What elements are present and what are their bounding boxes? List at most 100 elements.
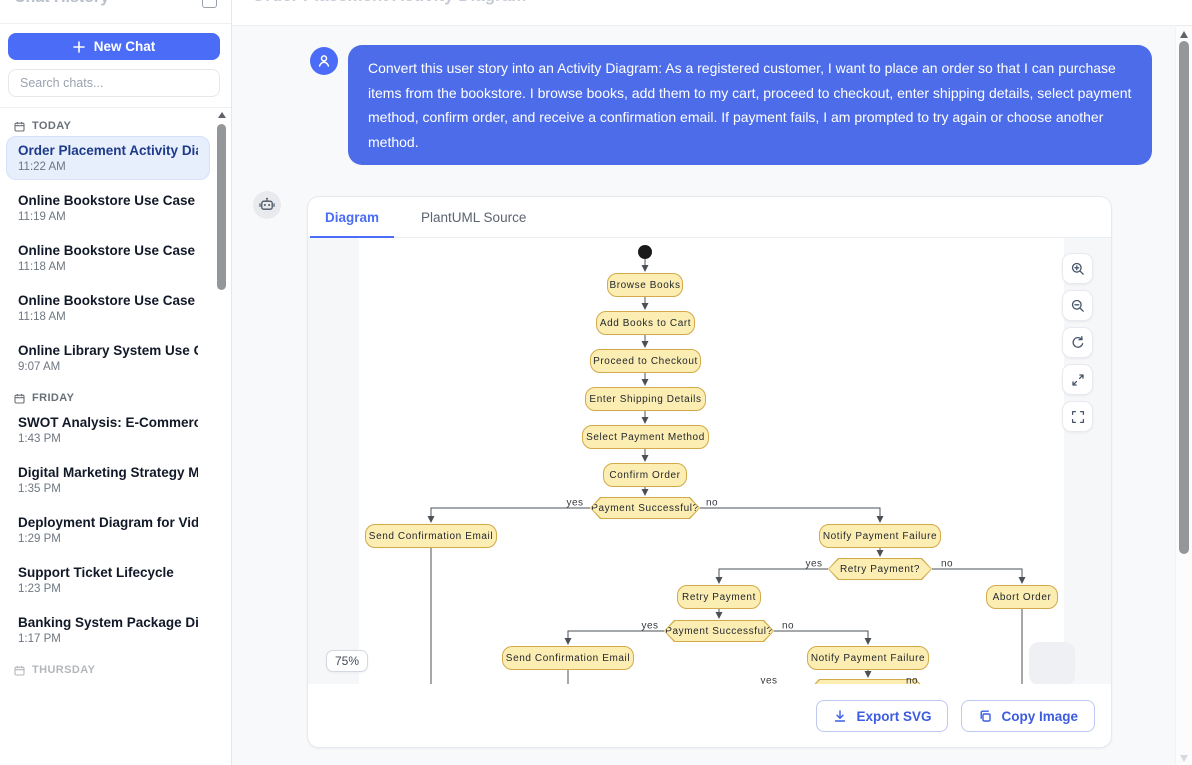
section-header-friday: FRIDAY [14,392,216,404]
new-chat-label: New Chat [93,39,156,54]
edge-label: yes [760,675,778,685]
decision-label: Payment Successful? [810,680,925,684]
chat-list-item[interactable]: Order Placement Activity Dia... 11:22 AM [6,136,210,180]
sidebar-title: Chat History [14,0,231,7]
bot-avatar [253,191,281,219]
plus-icon [72,40,85,53]
copy-icon [978,709,992,723]
scroll-up-arrow-icon[interactable] [217,112,226,120]
chat-title: Support Ticket Lifecycle [18,565,174,580]
calendar-icon [14,121,25,132]
edge-label: no [705,497,719,509]
chat-list-item[interactable]: Online Library System Use C... 9:07 AM [6,336,210,380]
node-notify-payment-failure: Notify Payment Failure [819,524,941,548]
sidebar-scrollbar-thumb[interactable] [217,124,226,290]
chat-list-item[interactable]: Online Bookstore Use Case D...11:18 AM [6,236,210,280]
user-avatar [310,47,338,75]
chat-time: 1:23 PM [18,583,61,595]
chat-list[interactable]: TODAY Order Placement Activity Dia... 11:2… [0,108,216,765]
node-select-payment-method: Select Payment Method [582,425,709,449]
edge-label: no [781,620,795,632]
chat-time: 1:17 PM [18,633,61,645]
export-svg-button[interactable]: Export SVG [816,700,949,732]
collapse-sidebar-icon[interactable] [202,0,217,8]
diagram-controls [1062,253,1093,432]
node-send-confirmation-email: Send Confirmation Email [502,646,634,670]
chat-title: SWOT Analysis: E-Commerce... [18,415,198,430]
zoom-in-button[interactable] [1062,253,1093,284]
sidebar-scrollbar[interactable] [217,110,226,765]
sidebar: Chat History New Chat TODAY Order Placeme… [0,0,232,765]
expand-button[interactable] [1062,364,1093,395]
edge-label: no [905,675,919,685]
decision-label: Retry Payment? [829,559,931,579]
section-header-today: TODAY [14,120,216,132]
chat-time: 1:29 PM [18,533,61,545]
node-notify-payment-failure: Notify Payment Failure [807,646,929,670]
sidebar-header: Chat History [0,0,231,24]
page-scrollbar-thumb[interactable] [1179,41,1189,554]
decision-label: Payment Successful? [591,498,699,518]
scroll-up-arrow-icon[interactable] [1176,31,1192,38]
decision-payment-successful: Payment Successful? [664,620,774,642]
node-retry-payment: Retry Payment [677,585,761,609]
chat-list-item[interactable]: Support Ticket Lifecycle 1:23 PM [6,558,210,602]
start-node [638,245,652,259]
robot-icon [259,197,275,213]
chat-list-item[interactable]: Banking System Package Dia... 1:17 PM [6,608,210,652]
chat-time: 9:07 AM [18,361,61,373]
chat-title: Banking System Package Dia... [18,615,198,630]
search-input[interactable] [8,69,220,97]
tab-diagram[interactable]: Diagram [310,197,395,238]
diagram-edges [427,259,1026,684]
chat-title: Online Bookstore Use Case D... [18,293,198,308]
new-chat-button[interactable]: New Chat [8,33,220,60]
node-proceed-to-checkout: Proceed to Checkout [590,349,701,373]
chat-time: 11:22 AM [18,161,66,173]
page-scrollbar[interactable] [1175,27,1192,765]
reset-view-button[interactable] [1062,327,1093,358]
tab-bar: Diagram PlantUML Source [308,197,1111,238]
tab-plantuml-source[interactable]: PlantUML Source [421,209,527,225]
zoom-level-badge: 75% [326,650,369,672]
chat-list-item[interactable]: SWOT Analysis: E-Commerce... 1:43 PM [6,408,210,452]
chat-time: 11:18 AM [18,311,66,323]
fullscreen-button[interactable] [1062,401,1093,432]
scroll-to-bottom-button[interactable] [1029,642,1075,684]
zoom-out-button[interactable] [1062,290,1093,321]
chat-title: Online Bookstore Use Case D... [18,193,198,208]
chat-list-item[interactable]: Deployment Diagram for Vid...1:29 PM [6,508,210,552]
copy-image-button[interactable]: Copy Image [961,700,1095,732]
person-icon [316,53,332,69]
main-header: Order Placement Activity Diagram [232,0,1192,26]
node-send-confirmation-email: Send Confirmation Email [365,524,497,548]
user-message-bubble: Convert this user story into an Activity… [348,45,1152,165]
chat-time: 1:43 PM [18,433,61,445]
calendar-icon [14,393,25,404]
chat-list-item[interactable]: Online Bookstore Use Case D... 11:18 AM [6,286,210,330]
chat-time: 1:35 PM [18,483,61,495]
edge-label: yes [566,497,584,509]
node-abort-order: Abort Order [986,585,1058,609]
edge-label: no [940,558,954,570]
chat-title: Digital Marketing Strategy M... [18,465,198,480]
decision-payment-successful: Payment Successful? [590,497,700,519]
chat-time: 11:19 AM [18,211,66,223]
scroll-down-arrow-icon[interactable] [1176,755,1192,762]
chat-title: Online Library System Use C... [18,343,198,358]
chat-time: 11:18 AM [18,261,66,273]
decision-retry-payment: Retry Payment? [828,558,932,580]
main-content: Convert this user story into an Activity… [232,26,1175,765]
download-icon [833,709,847,723]
decision-payment-successful: Payment Successful? [809,679,926,684]
node-confirm-order: Confirm Order [603,463,687,487]
chat-title: Order Placement Activity Dia... [18,143,198,158]
chat-list-item[interactable]: Digital Marketing Strategy M... 1:35 PM [6,458,210,502]
chat-list-item[interactable]: Online Bookstore Use Case D... 11:19 AM [6,186,210,230]
card-footer: Export SVG Copy Image [308,684,1111,747]
decision-label: Payment Successful? [665,621,773,641]
edge-label: yes [641,620,659,632]
